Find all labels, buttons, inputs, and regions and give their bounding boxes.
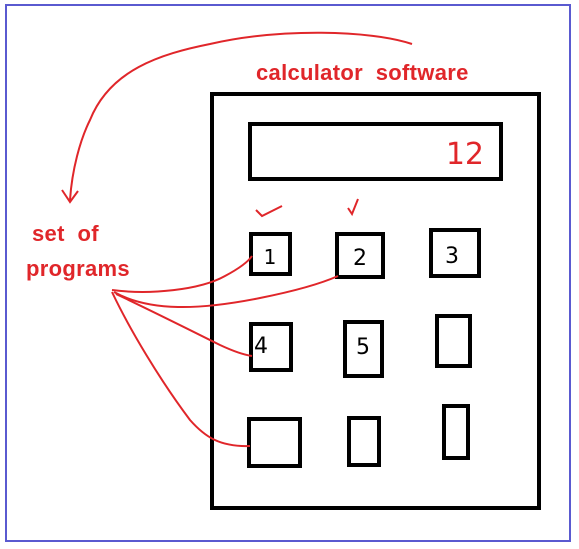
key-9 [442,404,470,460]
key-5: 5 [343,320,384,378]
key-3: 3 [429,228,481,278]
key-6 [435,314,472,368]
curved-arrow [69,31,413,201]
connector-to-key-2 [113,275,339,309]
diagram-title: calculator software [256,60,469,85]
key-7 [247,417,302,468]
key-5-label: 5 [356,335,370,360]
side-label-line-1: set of [32,221,99,246]
display-value: 12 [446,137,484,172]
key-3-label: 3 [445,244,459,269]
key-4: 4 [249,322,293,372]
key-1-label: 1 [264,245,277,269]
check-mark-key-2 [347,198,359,217]
check-mark-key-1 [255,205,283,218]
key-8 [347,416,381,467]
side-label-line-2: programs [26,256,130,281]
calculator-body [210,92,541,510]
key-2-label: 2 [353,246,367,271]
key-4-label: 4 [254,334,268,359]
connector-to-key-7 [111,291,251,448]
connector-to-key-4 [115,293,253,357]
key-2: 2 [335,232,385,279]
image-border [5,4,571,542]
connector-to-key-1 [111,255,253,293]
calculator-display [248,122,503,181]
curved-arrow-head [61,189,79,204]
key-1: 1 [249,232,292,276]
